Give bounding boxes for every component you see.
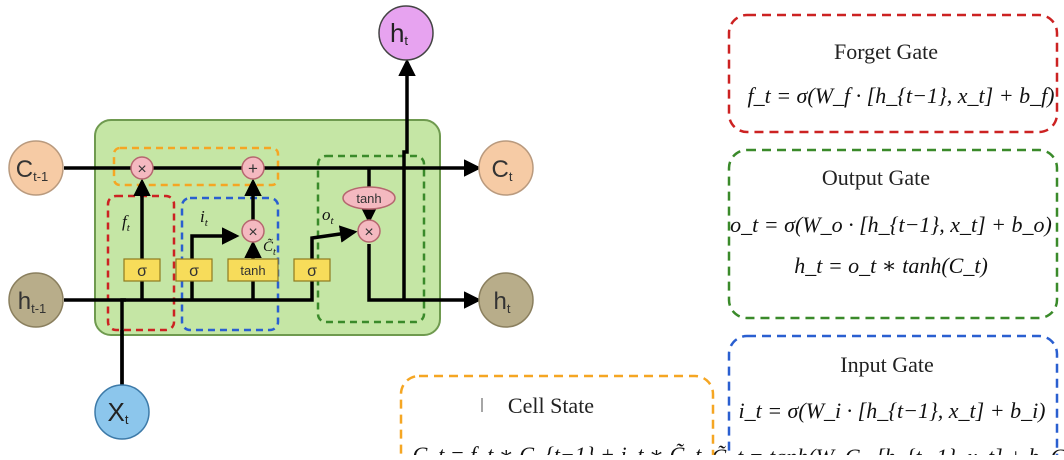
c-prev-node: Ct-1 <box>8 140 64 196</box>
cell-state-panel: Cell State C_t = f_t ∗ C_{t−1} + i_t ∗ C… <box>399 374 715 460</box>
svg-text:Ct: Ct <box>492 156 513 184</box>
add-text: + <box>248 159 258 178</box>
candidate-tanh-text: tanh <box>240 263 265 278</box>
add-op: + <box>241 156 265 180</box>
forget-sigma-box: σ <box>123 258 161 282</box>
input-gate-equation-1: i_t = σ(W_i · [h_{t−1}, x_t] + b_i) <box>738 398 1045 423</box>
h-out-node: ht <box>478 272 534 328</box>
lstm-cell-body <box>94 119 441 336</box>
forget-gate-title: Forget Gate <box>834 39 938 64</box>
x-in-main: X <box>108 397 125 427</box>
input-gate-panel: Input Gate i_t = σ(W_i · [h_{t−1}, x_t] … <box>712 334 1064 460</box>
h-out-sub: t <box>507 301 511 316</box>
h-up-line <box>398 58 416 300</box>
multiply-forget-text: × <box>137 161 146 178</box>
candidate-label: C̃t <box>263 238 276 258</box>
forget-gate-panel: Forget Gate f_t = σ(W_f · [h_{t−1}, x_t]… <box>727 13 1059 134</box>
cell-state-equation: C_t = f_t ∗ C_{t−1} + i_t ∗ C̃_t <box>413 442 703 455</box>
input-sigma-text: σ <box>189 263 199 280</box>
forget-label: ft <box>122 212 131 234</box>
c-out-sub: t <box>509 169 513 184</box>
h-output-line <box>367 244 482 309</box>
multiply-forget-op: × <box>130 156 154 180</box>
multiply-input-text: × <box>248 224 257 241</box>
output-label: ot <box>322 205 335 227</box>
multiply-input-op: × <box>241 219 265 243</box>
svg-text:Ct-1: Ct-1 <box>16 156 49 184</box>
h-top-sub: t <box>404 33 408 48</box>
svg-text:ht: ht <box>390 18 408 48</box>
multiply-output-text: × <box>364 224 373 241</box>
h-prev-node: ht-1 <box>8 272 64 328</box>
forget-gate-equation: f_t = σ(W_f · [h_{t−1}, x_t] + b_f) <box>747 83 1054 108</box>
h-prev-sub: t-1 <box>31 301 46 316</box>
h-top-main: h <box>390 18 404 48</box>
output-gate-title: Output Gate <box>822 165 930 190</box>
forget-sigma-text: σ <box>137 263 147 280</box>
svg-text:ht-1: ht-1 <box>18 288 47 316</box>
c-out-main: C <box>492 156 509 183</box>
input-sigma-box: σ <box>175 258 213 282</box>
output-sigma-text: σ <box>307 263 317 280</box>
output-sigma-box: σ <box>293 258 331 282</box>
x-in-sub: t <box>125 412 129 427</box>
input-gate-equation-2: C̃_t = tanh(W_C · [h_{t−1}, x_t] + b_C) <box>712 444 1064 455</box>
output-gate-panel: Output Gate o_t = σ(W_o · [h_{t−1}, x_t]… <box>727 148 1059 320</box>
tanh-cell-op: tanh <box>342 186 396 210</box>
c-prev-sub: t-1 <box>33 169 48 184</box>
multiply-output-op: × <box>357 219 381 243</box>
output-gate-equation-2: h_t = o_t ∗ tanh(C_t) <box>794 253 988 278</box>
output-gate-equation-1: o_t = σ(W_o · [h_{t−1}, x_t] + b_o) <box>730 212 1052 237</box>
c-out-node: Ct <box>478 140 534 196</box>
h-prev-main: h <box>18 288 31 315</box>
svg-text:Xt: Xt <box>108 397 129 427</box>
candidate-tanh-box: tanh <box>227 258 279 282</box>
cell-state-title: Cell State <box>508 393 594 418</box>
h-top-node: ht <box>378 5 434 61</box>
tanh-cell-text: tanh <box>356 191 381 206</box>
c-prev-main: C <box>16 156 33 183</box>
x-in-node: Xt <box>94 384 150 440</box>
h-out-main: h <box>494 288 507 315</box>
input-label: it <box>200 207 209 229</box>
svg-text:ht: ht <box>494 288 511 316</box>
input-gate-title: Input Gate <box>840 352 933 377</box>
